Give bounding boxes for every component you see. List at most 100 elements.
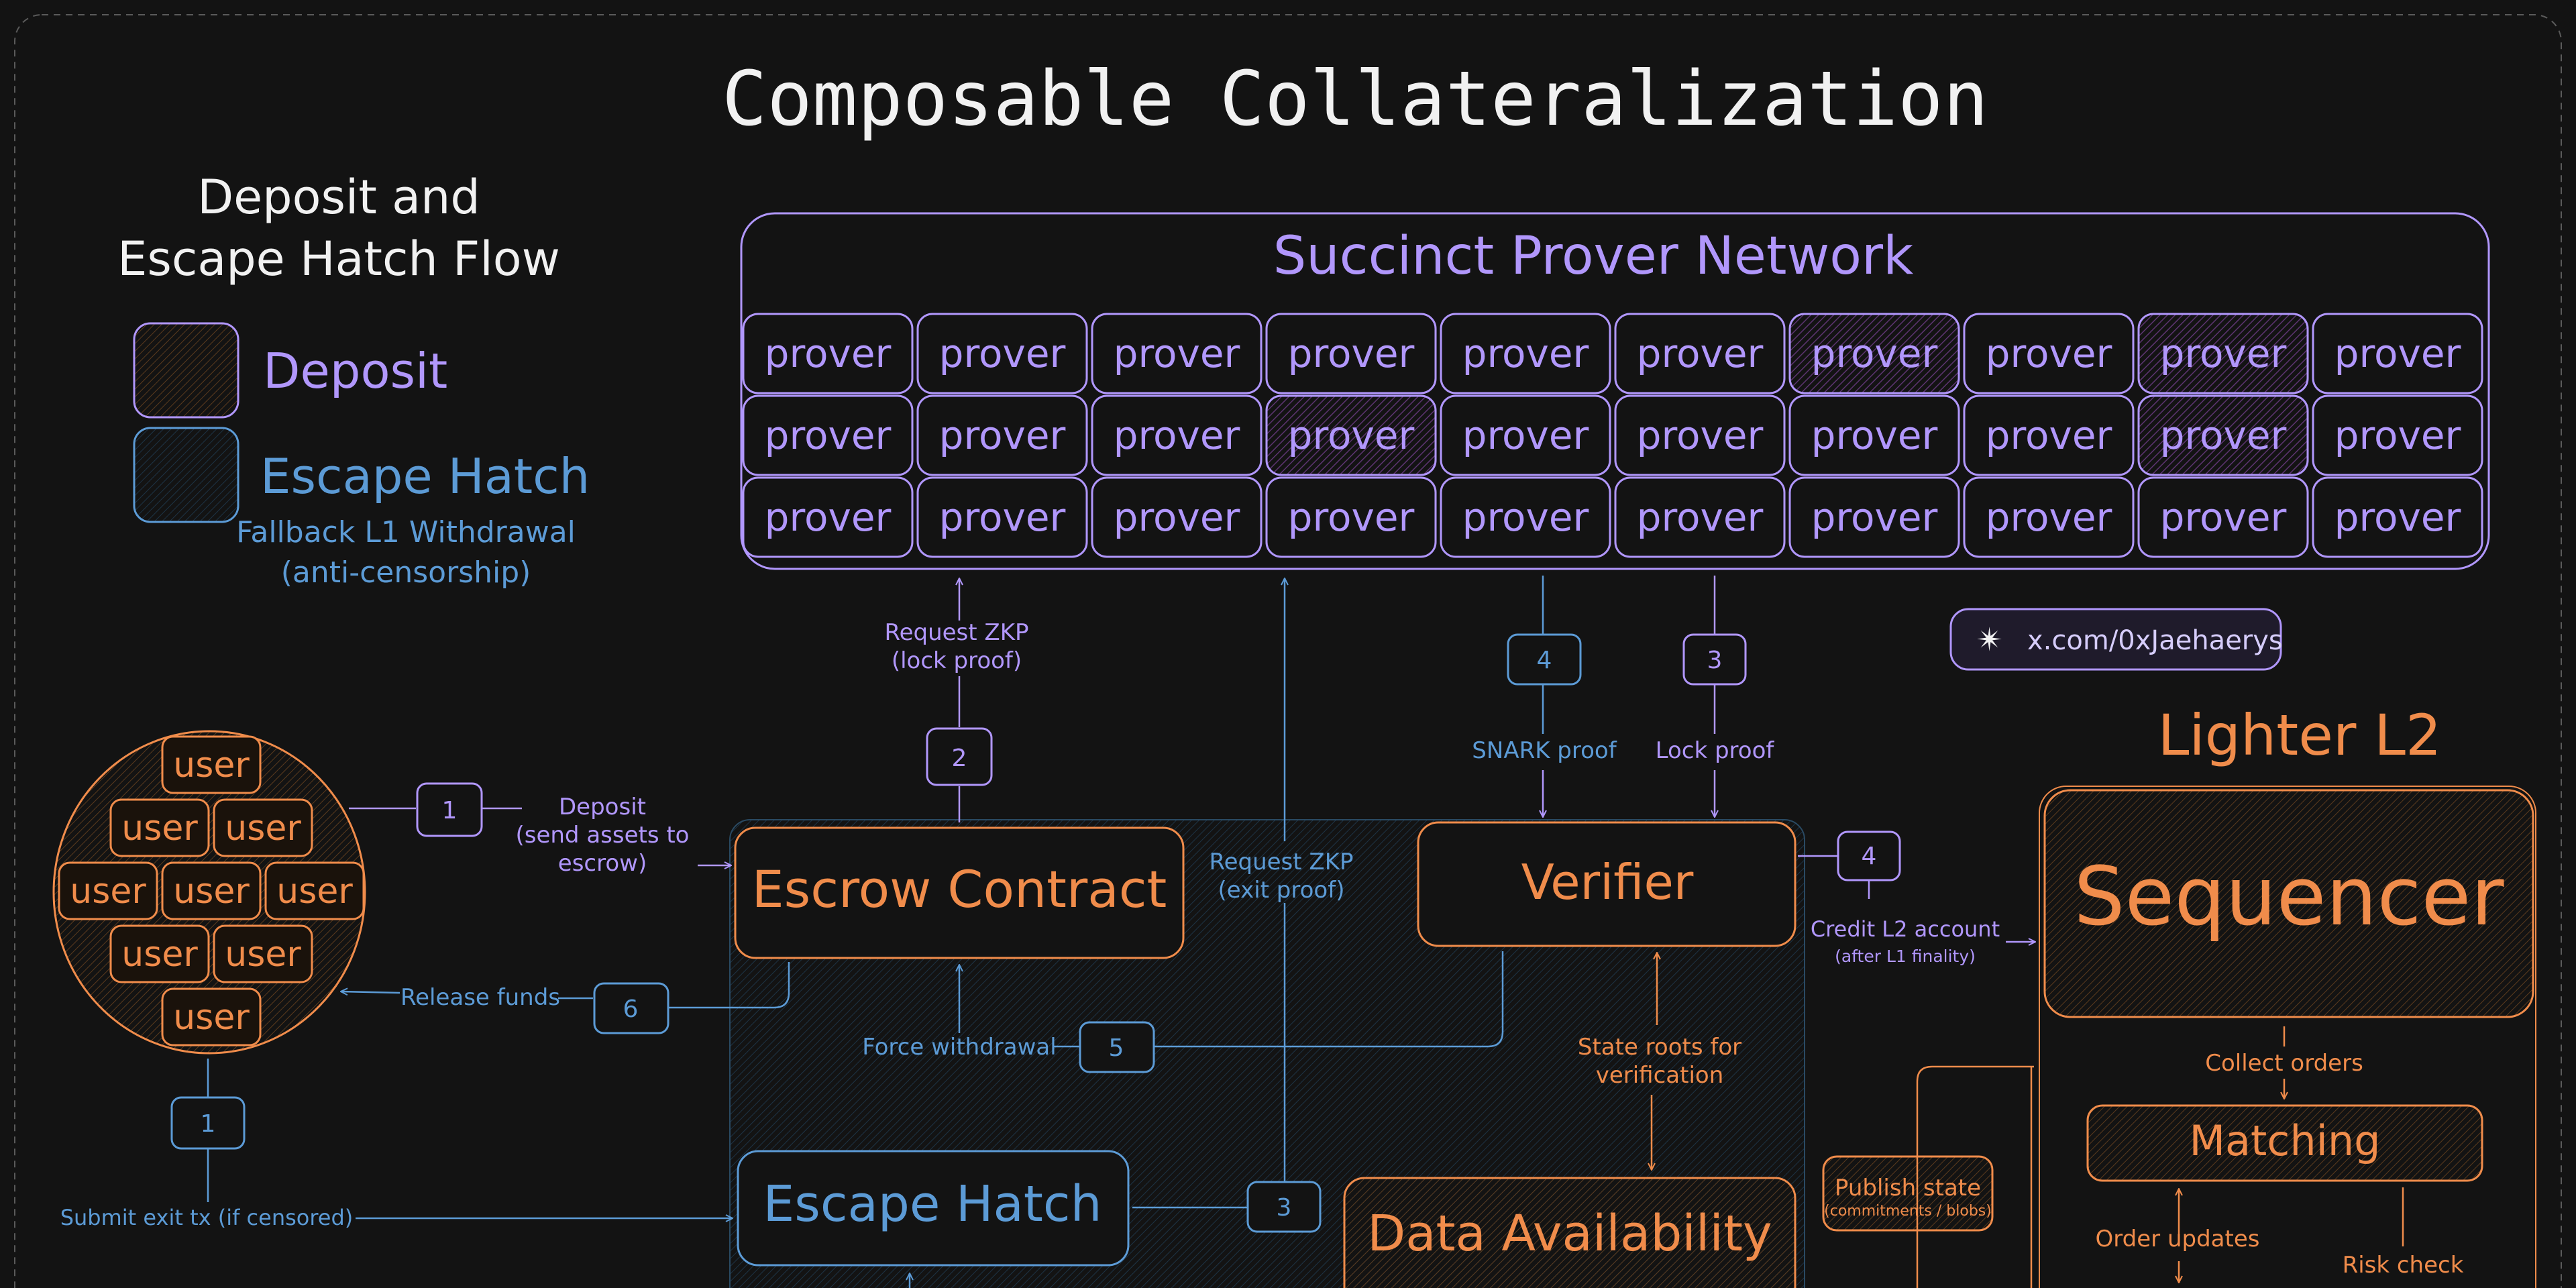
state-roots-label-2: verification (1596, 1062, 1724, 1089)
prover-label: prover (1986, 494, 2112, 540)
prover-cell (2312, 313, 2483, 394)
prover-grid: prover prover prover prover prover prover prov… (742, 313, 2483, 558)
lock-proof-label: Lock proof (1656, 737, 1775, 764)
step-deposit-number: 1 (442, 797, 458, 824)
request-exit-label-2: (exit proof) (1218, 877, 1345, 904)
escape-hatch-node[interactable] (737, 1150, 1130, 1267)
state-roots-label-1: State roots for (1578, 1034, 1741, 1061)
prover-cell (1963, 476, 2135, 558)
user-cell (161, 987, 262, 1046)
legend-escape-swatch (133, 427, 239, 523)
prover-cell (742, 313, 914, 394)
credit-label-2: (after L1 finality) (1835, 947, 1976, 966)
prover-cell (2312, 476, 2483, 558)
user-label: user (173, 998, 250, 1038)
order-updates-label: Order updates (2096, 1226, 2260, 1252)
prover-cell (2312, 394, 2483, 476)
credit-label-1: Credit L2 account (1811, 916, 2000, 942)
step-snark-number: 4 (1537, 647, 1552, 674)
request-lock-label-1: Request ZKP (884, 619, 1028, 646)
request-lock-label-2: (lock proof) (892, 647, 1022, 674)
prover-cell (2137, 476, 2309, 558)
publish-state-sub: (commitments / blobs) (1824, 1203, 1992, 1220)
credit-badge-frame (1949, 608, 2282, 671)
credit-badge[interactable]: ✴ x.com/0xJaehaerys (1949, 608, 2283, 671)
prover-cell (742, 476, 914, 558)
prover-cell (1091, 476, 1263, 558)
verifier-node[interactable] (1417, 821, 1796, 947)
prover-label: prover (2334, 494, 2461, 540)
prover-label: prover (1637, 413, 1764, 458)
prover-label: prover (765, 331, 892, 376)
prover-label: prover (1288, 494, 1415, 540)
legend-heading-line1: Deposit and (197, 170, 480, 225)
prover-cell (2137, 313, 2309, 394)
prover-cell (1440, 476, 1611, 558)
prover-label: prover (1114, 494, 1240, 540)
prover-label: prover (939, 494, 1066, 540)
edge-release-to-users (341, 991, 400, 993)
user-cell (213, 924, 313, 983)
prover-label: prover (2160, 413, 2287, 458)
matching-node[interactable] (2086, 1104, 2483, 1182)
prover-network-title: Succinct Prover Network (1273, 226, 1914, 286)
user-label: user (70, 871, 146, 912)
escrow-contract-node[interactable] (734, 826, 1185, 959)
prover-cell (1440, 313, 1611, 394)
user-cell (264, 861, 365, 920)
step-lock-number: 3 (1707, 647, 1723, 674)
legend-escape-sub-line1: Fallback L1 Withdrawal (236, 515, 576, 549)
prover-cell (916, 476, 1088, 558)
legend: Deposit and Escape Hatch Flow Deposit Es… (117, 170, 590, 590)
edge-verifier-to-force-step (1154, 951, 1504, 1048)
prover-label: prover (1637, 331, 1764, 376)
prover-cell (1265, 394, 1437, 476)
prover-cell (1963, 313, 2135, 394)
matching-label: Matching (2189, 1116, 2380, 1165)
collect-orders-label: Collect orders (2205, 1050, 2363, 1077)
sequencer-node[interactable] (2043, 789, 2534, 1018)
data-availability-label: Data Availability (1367, 1205, 1772, 1263)
prover-label: prover (1288, 331, 1415, 376)
prover-label: prover (1986, 331, 2112, 376)
step-lock-badge (1682, 633, 1747, 686)
step-credit-badge (1837, 830, 1901, 881)
user-label: user (225, 808, 301, 849)
prover-label: prover (1288, 413, 1415, 458)
publish-state-node[interactable] (1822, 1155, 1994, 1232)
publish-connector (1916, 1065, 2034, 1288)
step-snark-badge (1507, 633, 1582, 686)
user-cell (58, 861, 158, 920)
risk-check-label: Risk check (2343, 1252, 2464, 1279)
page-title: Composable Collateralization (722, 56, 1988, 143)
prover-label: prover (765, 413, 892, 458)
data-availability-node[interactable] (1343, 1177, 1796, 1288)
prover-cell (1440, 394, 1611, 476)
request-exit-label-1: Request ZKP (1209, 849, 1353, 875)
verifier-label: Verifier (1521, 854, 1694, 910)
legend-deposit-label: Deposit (263, 343, 447, 399)
publish-state-label: Publish state (1835, 1175, 1981, 1201)
user-label: user (276, 871, 353, 912)
legend-heading-line2: Escape Hatch Flow (117, 231, 560, 286)
prover-label: prover (1462, 413, 1589, 458)
snark-proof-label: SNARK proof (1472, 737, 1617, 764)
escape-hatch-label: Escape Hatch (763, 1175, 1102, 1233)
force-withdrawal-label: Force withdrawal (862, 1034, 1056, 1061)
prover-cell (1091, 394, 1263, 476)
prover-label: prover (1811, 413, 1938, 458)
step-credit-number: 4 (1862, 843, 1877, 870)
user-cell (213, 798, 313, 857)
prover-label: prover (1637, 494, 1764, 540)
prover-label: prover (939, 413, 1066, 458)
submit-exit-label: Submit exit tx (if censored) (60, 1205, 354, 1230)
sequencer-label: Sequencer (2074, 851, 2504, 944)
prover-label: prover (1811, 494, 1938, 540)
user-label: user (121, 934, 198, 975)
prover-label: prover (1811, 331, 1938, 376)
step-force-number: 5 (1109, 1034, 1124, 1062)
user-label: user (121, 808, 198, 849)
